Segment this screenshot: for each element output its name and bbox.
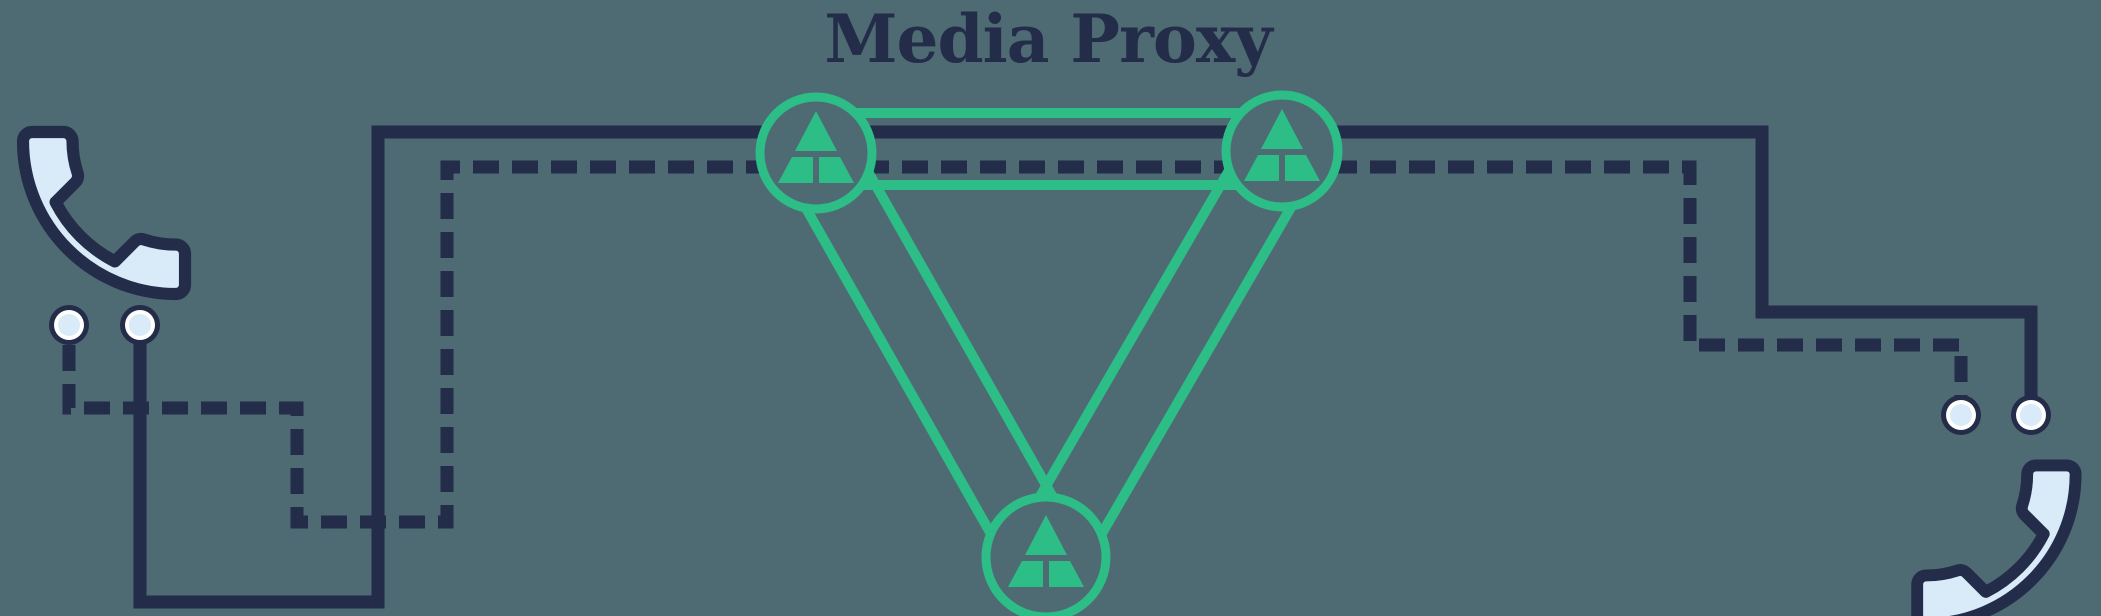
proxy-node-right bbox=[1221, 90, 1343, 212]
proxy-node-left bbox=[755, 92, 877, 214]
connection-port-dot bbox=[1941, 395, 1981, 435]
connection-port-dot bbox=[2011, 395, 2051, 435]
connection-port-dot bbox=[49, 305, 89, 345]
mesh-link-left-inner bbox=[842, 132, 1082, 543]
dashed-connection-line bbox=[62, 160, 1968, 529]
proxy-node-bottom bbox=[981, 492, 1111, 616]
mesh-link-right-outer bbox=[1072, 166, 1318, 579]
mesh-link-right-inner bbox=[1010, 130, 1256, 543]
solid-connection-line bbox=[133, 125, 2038, 609]
phone-left bbox=[23, 132, 185, 345]
mesh-link-left-outer bbox=[780, 168, 1020, 579]
diagram-title: Media Proxy bbox=[824, 0, 1274, 78]
connection-port-dot bbox=[120, 305, 160, 345]
phone-right bbox=[1917, 395, 2075, 616]
phone-icon bbox=[23, 132, 185, 294]
proxy-mesh-links bbox=[780, 108, 1318, 579]
phone-icon bbox=[1917, 465, 2075, 616]
proxy-node-circle bbox=[981, 492, 1111, 616]
